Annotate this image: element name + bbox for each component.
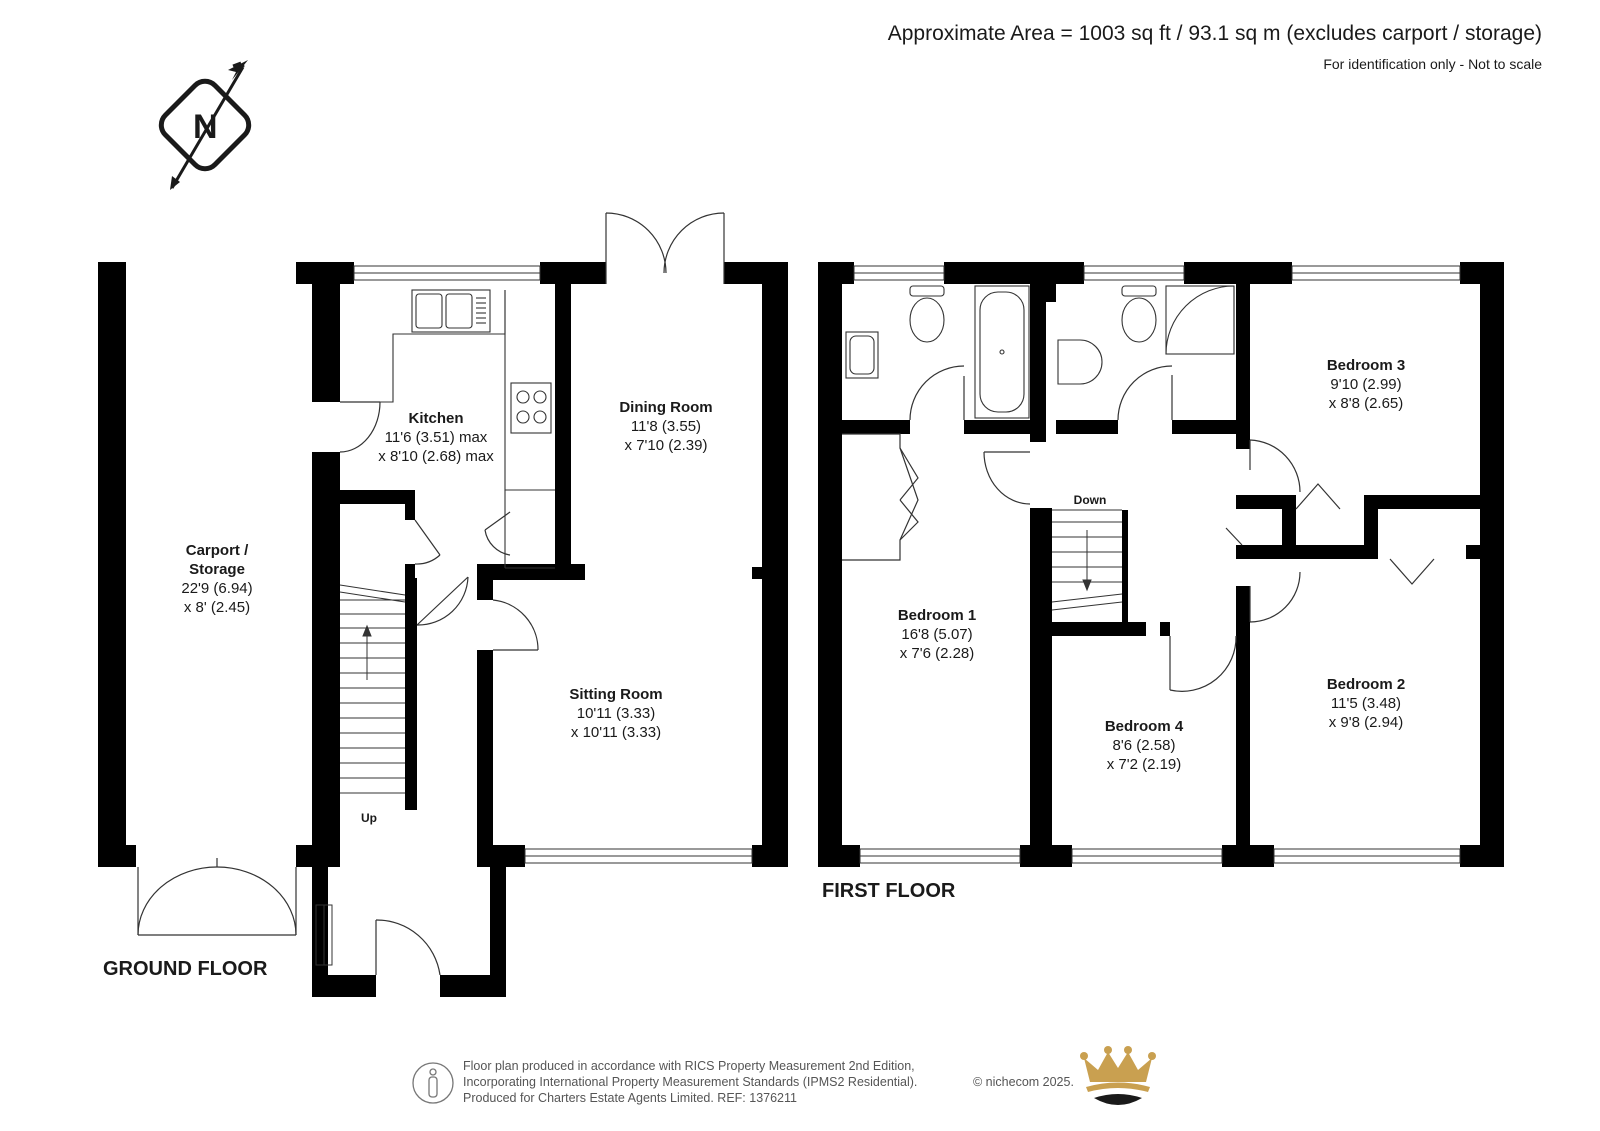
- bedroom-4-label: Bedroom 4 8'6 (2.58) x 7'2 (2.19): [1105, 718, 1184, 773]
- svg-text:Bedroom 1: Bedroom 1: [898, 607, 976, 624]
- svg-text:8'6 (2.58): 8'6 (2.58): [1113, 737, 1176, 754]
- svg-text:x 7'6 (2.28): x 7'6 (2.28): [900, 645, 975, 662]
- svg-text:Bedroom 4: Bedroom 4: [1105, 718, 1184, 735]
- svg-text:10'11 (3.33): 10'11 (3.33): [577, 705, 655, 722]
- kitchen-label: Kitchen 11'6 (3.51) max x 8'10 (2.68) ma…: [378, 410, 494, 465]
- crown-logo: [1080, 1046, 1156, 1105]
- bedroom-3-label: Bedroom 3 9'10 (2.99) x 8'8 (2.65): [1327, 357, 1405, 412]
- svg-text:Storage: Storage: [189, 561, 245, 578]
- bedroom-1-label: Bedroom 1 16'8 (5.07) x 7'6 (2.28): [898, 607, 976, 662]
- first-floor-stairs: [1051, 509, 1123, 611]
- footer-line-3: Produced for Charters Estate Agents Limi…: [463, 1091, 797, 1105]
- svg-text:Dining Room: Dining Room: [619, 399, 712, 416]
- ground-floor-walls: [296, 262, 788, 997]
- carport-label: Carport / Storage 22'9 (6.94) x 8' (2.45…: [181, 542, 252, 616]
- ground-floor-windows: [315, 265, 753, 966]
- scale-note: For identification only - Not to scale: [1323, 56, 1542, 72]
- dining-room-label: Dining Room 11'8 (3.55) x 7'10 (2.39): [619, 399, 712, 454]
- dining-french-doors: [605, 212, 725, 284]
- bedroom-2-label: Bedroom 2 11'5 (3.48) x 9'8 (2.94): [1327, 676, 1405, 731]
- svg-text:Bedroom 3: Bedroom 3: [1327, 357, 1405, 374]
- compass-letter: N: [193, 108, 218, 146]
- svg-text:11'8 (3.55): 11'8 (3.55): [631, 418, 701, 435]
- svg-text:Sitting Room: Sitting Room: [569, 686, 662, 703]
- svg-text:x 7'10 (2.39): x 7'10 (2.39): [625, 437, 708, 454]
- footer-line-1: Floor plan produced in accordance with R…: [463, 1059, 915, 1073]
- svg-text:Carport /: Carport /: [186, 542, 249, 559]
- stairs-up-label: Up: [361, 811, 377, 825]
- bathroom-fixtures: [845, 285, 1235, 419]
- ground-floor-stairs: [339, 584, 406, 794]
- kitchen-fixtures: [340, 289, 555, 569]
- compass-icon: N: [158, 60, 252, 190]
- svg-text:16'8 (5.07): 16'8 (5.07): [901, 626, 972, 643]
- footer-line-2: Incorporating International Property Mea…: [463, 1075, 918, 1089]
- svg-text:x 8' (2.45): x 8' (2.45): [184, 599, 250, 616]
- svg-text:x 7'2 (2.19): x 7'2 (2.19): [1107, 756, 1182, 773]
- svg-text:Kitchen: Kitchen: [408, 410, 463, 427]
- copyright-text: © nichecom 2025.: [973, 1075, 1074, 1089]
- svg-text:x 10'11 (3.33): x 10'11 (3.33): [571, 724, 661, 741]
- svg-text:22'9 (6.94): 22'9 (6.94): [181, 580, 252, 597]
- first-floor-doors: [842, 365, 1435, 692]
- stairs-down-label: Down: [1074, 493, 1107, 507]
- svg-text:11'6 (3.51) max: 11'6 (3.51) max: [385, 429, 488, 446]
- ground-floor-doors: [339, 401, 539, 976]
- first-floor-label: FIRST FLOOR: [822, 880, 956, 902]
- carport-doors: [137, 858, 297, 936]
- first-floor-windows: [853, 265, 1461, 864]
- svg-text:11'5 (3.48): 11'5 (3.48): [1331, 695, 1401, 712]
- approximate-area-title: Approximate Area = 1003 sq ft / 93.1 sq …: [887, 22, 1542, 45]
- carport-walls: [98, 262, 312, 867]
- person-icon: [412, 1062, 454, 1104]
- sitting-room-label: Sitting Room 10'11 (3.33) x 10'11 (3.33): [569, 686, 662, 741]
- svg-text:x 8'10 (2.68) max: x 8'10 (2.68) max: [378, 448, 494, 465]
- first-floor-walls: [818, 262, 1504, 867]
- svg-text:Bedroom 2: Bedroom 2: [1327, 676, 1405, 693]
- svg-text:x 8'8 (2.65): x 8'8 (2.65): [1329, 395, 1404, 412]
- svg-text:9'10 (2.99): 9'10 (2.99): [1330, 376, 1401, 393]
- svg-text:x 9'8 (2.94): x 9'8 (2.94): [1329, 714, 1404, 731]
- ground-floor-label: GROUND FLOOR: [103, 958, 268, 980]
- footer-notes: Floor plan produced in accordance with R…: [463, 1058, 917, 1106]
